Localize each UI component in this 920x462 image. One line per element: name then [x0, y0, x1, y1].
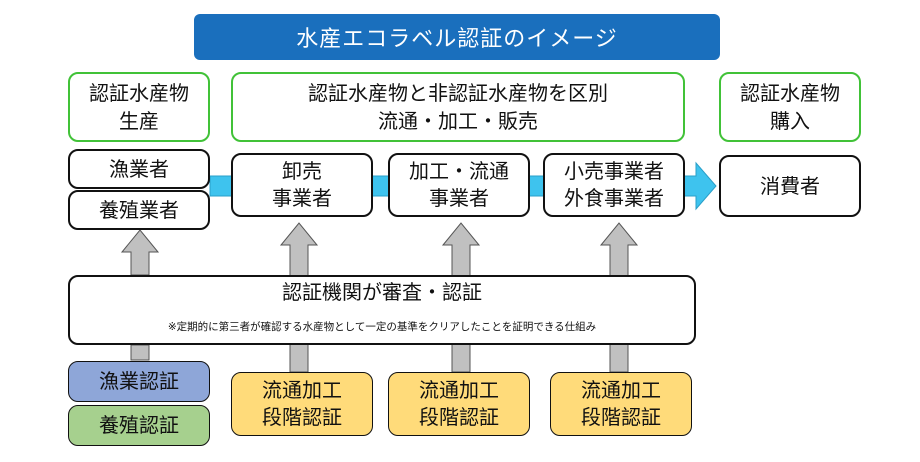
actor-processing-line1: 加工・流通 — [409, 159, 509, 183]
header-production-line1: 認証水産物 — [89, 81, 189, 105]
cert-coc-wholesale: 流通加工 段階認証 — [231, 372, 373, 436]
cert-aquaculture: 養殖認証 — [68, 405, 210, 446]
header-purchase-line1: 認証水産物 — [740, 81, 840, 105]
actor-retail-line2: 外食事業者 — [564, 186, 664, 210]
header-production: 認証水産物 生産 — [68, 72, 210, 142]
up-arrow-fisher-from-body — [120, 229, 160, 276]
header-purchase-line2: 購入 — [770, 109, 810, 133]
actor-wholesale-line1: 卸売 — [282, 159, 322, 183]
up-arrow-body-from-fishery-cert — [130, 344, 150, 361]
header-purchase: 認証水産物 購入 — [719, 72, 861, 142]
actor-wholesale: 卸売 事業者 — [231, 153, 373, 217]
cert-coc-retail-line2: 段階認証 — [581, 405, 661, 429]
cert-coc-wholesale-line2: 段階認証 — [262, 405, 342, 429]
cert-coc-wholesale-line1: 流通加工 — [262, 378, 342, 402]
certification-body: 認証機関が審査・認証 ※定期的に第三者が確認する水産物として一定の基準をクリアし… — [68, 275, 696, 345]
header-distinction-line1: 認証水産物と非認証水産物を区別 — [308, 81, 608, 105]
cert-coc-retail-line1: 流通加工 — [581, 378, 661, 402]
cert-coc-retail: 流通加工 段階認証 — [550, 372, 692, 436]
header-production-line2: 生産 — [119, 109, 159, 133]
actor-processing-line2: 事業者 — [429, 186, 489, 210]
cert-coc-processing: 流通加工 段階認証 — [388, 372, 530, 436]
actor-retail-line1: 小売事業者 — [564, 159, 664, 183]
actor-aquaculture: 養殖業者 — [68, 190, 210, 230]
actor-fisher: 漁業者 — [68, 149, 210, 189]
cert-coc-processing-line1: 流通加工 — [419, 378, 499, 402]
certification-body-title: 認証機関が審査・認証 — [282, 280, 482, 304]
actor-wholesale-line2: 事業者 — [272, 186, 332, 210]
actor-consumer: 消費者 — [719, 155, 861, 217]
header-distinction-line2: 流通・加工・販売 — [378, 109, 538, 133]
certification-body-note: ※定期的に第三者が確認する水産物として一定の基準をクリアしたことを証明できる仕組… — [167, 321, 597, 333]
actor-processing: 加工・流通 事業者 — [388, 153, 530, 217]
cert-coc-processing-line2: 段階認証 — [419, 405, 499, 429]
header-distinction: 認証水産物と非認証水産物を区別 流通・加工・販売 — [231, 72, 685, 142]
actor-retail: 小売事業者 外食事業者 — [543, 153, 685, 217]
cert-fishery: 漁業認証 — [68, 361, 210, 402]
diagram-title: 水産エコラベル認証のイメージ — [194, 14, 720, 60]
